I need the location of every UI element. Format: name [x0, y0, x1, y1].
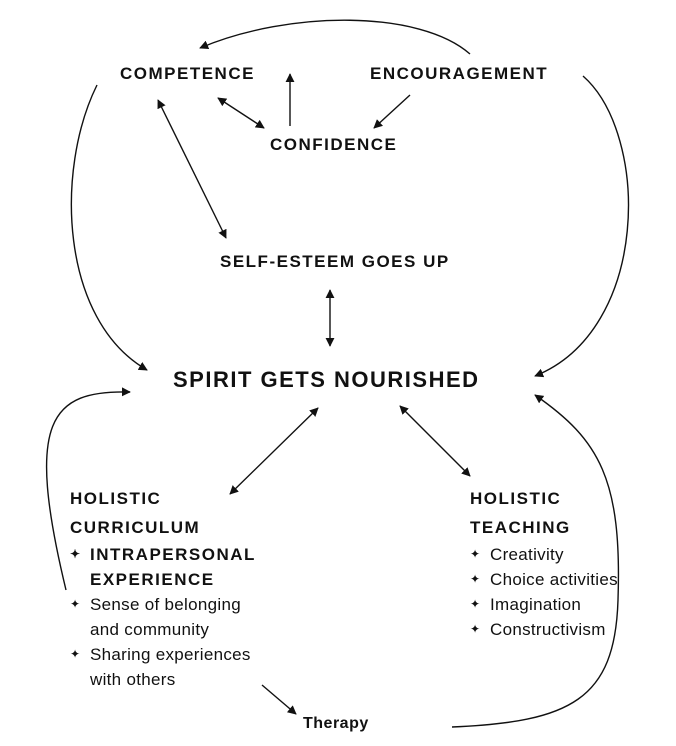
teaching-heading-line1: HOLISTIC	[470, 489, 562, 508]
arrow-spirit-teaching	[399, 405, 471, 477]
star-bullet-icon: ✦	[70, 647, 81, 661]
curriculum-item: ✦ INTRAPERSONAL EXPERIENCE	[70, 542, 256, 592]
teaching-item: ✦ Imagination	[470, 592, 618, 617]
confidence-label: CONFIDENCE	[270, 135, 398, 154]
arrow-competence-confidence	[217, 97, 265, 129]
curriculum-heading-line1: HOLISTIC	[70, 489, 162, 508]
loop-competence-to-spirit	[70, 84, 148, 371]
encouragement-label: ENCOURAGEMENT	[370, 64, 549, 83]
star-bullet-icon: ✦	[470, 547, 481, 561]
curriculum-item: ✦ Sense of belonging and community	[70, 592, 256, 642]
therapy-label: Therapy	[303, 715, 369, 732]
arrow-spirit-curriculum	[229, 407, 319, 495]
arrow-encouragement-to-competence	[199, 19, 471, 55]
arrow-sharing-to-therapy	[261, 684, 297, 715]
self-esteem-label: SELF-ESTEEM GOES UP	[220, 252, 450, 271]
holistic-teaching-block: HOLISTIC TEACHING ✦ Creativity ✦ Choice …	[470, 484, 618, 642]
teaching-heading-line2: TEACHING	[470, 518, 571, 537]
loop-encouragement-to-spirit	[534, 75, 630, 378]
star-bullet-icon: ✦	[470, 572, 481, 586]
holistic-curriculum-block: HOLISTIC CURRICULUM ✦ INTRAPERSONAL EXPE…	[70, 484, 256, 692]
teaching-item: ✦ Choice activities	[470, 567, 618, 592]
star-bullet-icon: ✦	[470, 597, 481, 611]
curriculum-item: ✦ Sharing experiences with others	[70, 642, 256, 692]
star-bullet-icon: ✦	[70, 597, 81, 611]
teaching-item: ✦ Constructivism	[470, 617, 618, 642]
arrow-competence-self-esteem	[157, 99, 227, 239]
spirit-label: SPIRIT GETS NOURISHED	[173, 367, 480, 392]
curriculum-heading-line2: CURRICULUM	[70, 518, 201, 537]
competence-label: COMPETENCE	[120, 64, 255, 83]
arrow-encouragement-to-confidence	[373, 94, 411, 129]
teaching-item: ✦ Creativity	[470, 542, 618, 567]
star-bullet-icon: ✦	[70, 547, 82, 561]
star-bullet-icon: ✦	[470, 622, 481, 636]
